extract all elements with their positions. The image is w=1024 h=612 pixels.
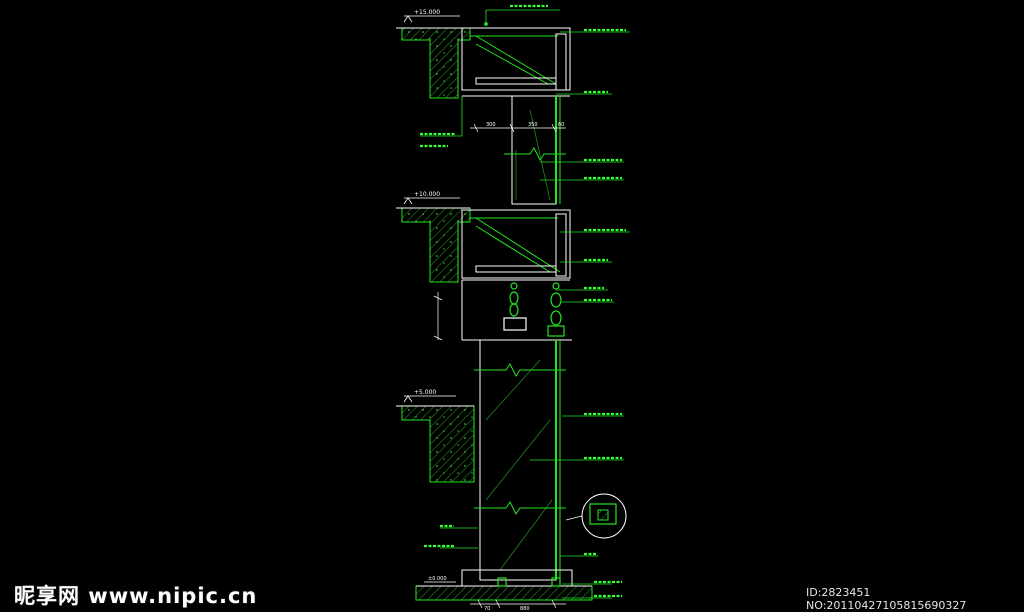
detail-callout: [565, 493, 627, 539]
leader-lines: [420, 9, 630, 599]
dimension-upper: 300 350 60: [470, 122, 566, 133]
level-lower-label: +5.000: [414, 389, 436, 396]
spider-fitting-right: [547, 282, 565, 337]
leader-label-strokes: [420, 4, 626, 598]
slab-top: [396, 27, 471, 99]
level-marker-middle: +10.000: [403, 191, 460, 205]
dimension-vertical-middle: [433, 292, 443, 341]
dim-top-a: 300: [486, 122, 496, 128]
watermark-logo: 昵享网 www.nipic.cn: [14, 584, 258, 608]
level-top-label: +15.000: [414, 9, 440, 16]
bracket-frame-top: [461, 27, 571, 97]
glass-panel-upper: [504, 95, 566, 205]
level-marker-ground: ±0.000: [424, 576, 456, 583]
dim-top-c: 60: [558, 122, 564, 128]
bracket-frame-middle: [461, 209, 572, 341]
watermark-id: ID:2823451 NO:20110427105815690327: [806, 586, 967, 612]
dim-top-b: 350: [528, 122, 538, 128]
ground-slab: [415, 569, 593, 601]
slab-lower: [396, 405, 475, 483]
level-marker-top: +15.000: [403, 9, 460, 23]
level-marker-lower: +5.000: [403, 389, 456, 403]
dim-bottom-a: 70: [484, 606, 490, 612]
dim-bottom-b: 880: [520, 606, 530, 612]
level-ground-label: ±0.000: [428, 576, 447, 582]
level-middle-label: +10.000: [414, 191, 440, 198]
spider-fitting-left: [503, 282, 527, 331]
slab-middle: [396, 207, 471, 283]
dimension-bottom: 70 880: [470, 599, 566, 612]
